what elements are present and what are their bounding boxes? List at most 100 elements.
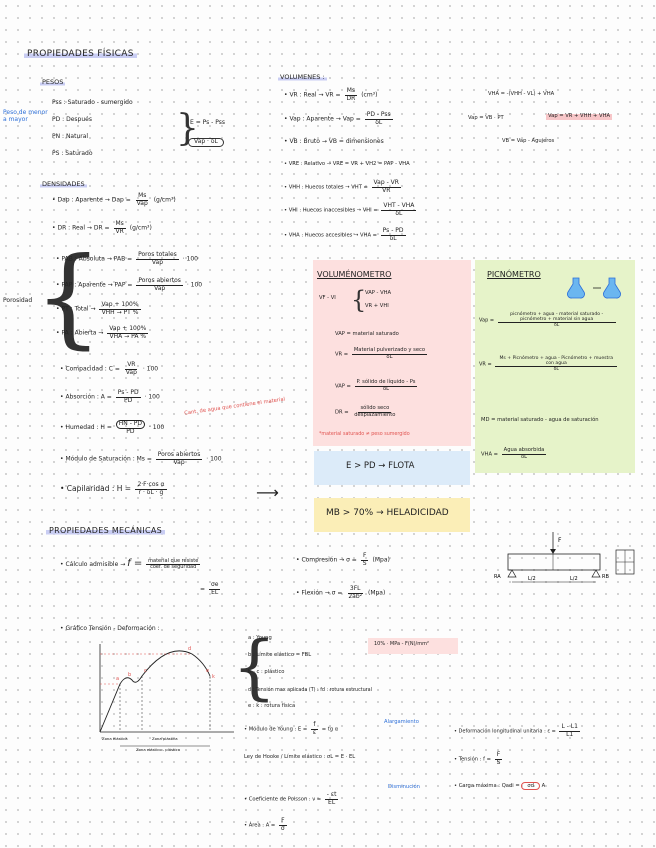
legend-rotura-fisica: e : k : rotura física [248, 703, 296, 709]
volumen-relativo: • VRE : Relativo → VRE = VR + VH2 = PAP … [284, 161, 410, 167]
heladicidad-text: MB > 70% → HELADICIDAD [326, 508, 449, 518]
graph-zone-plastic: Zona plástica [152, 736, 178, 741]
legend-plastico: b - c : plástico [248, 669, 285, 675]
legend-young: a : Young [248, 635, 272, 641]
beam-diagram: F L/2 L/2 RA RB [494, 532, 635, 583]
graph-point-d: d [188, 646, 191, 652]
pesos-item-pd: PD : Después [52, 116, 92, 123]
young-note: Alargamiento [384, 719, 419, 725]
beam-load-arrowhead [550, 549, 556, 554]
volumenometro-eq: VF - VI [319, 295, 336, 301]
arrow-right-icon: ⟶ [256, 483, 279, 502]
graph-point-c: c [144, 668, 147, 674]
pesos-eq2: Vap · δL [188, 138, 224, 147]
picnometro-title: PICNÓMETRO [487, 270, 541, 279]
volumen-bruto: • VB : Bruto → VB = dimensiones [284, 138, 384, 145]
beam-support-right [591, 569, 601, 578]
legend-tension-max: d : Tensión max aplicada (T) : fd : rotu… [248, 688, 372, 693]
graph-point-e: e [206, 668, 209, 674]
huecos-accesibles: • VHA : Huecos accesibles → VHA = Ps - P… [284, 227, 406, 242]
graph-point-k: k [212, 674, 215, 680]
densidades-heading: DENSIDADES [40, 180, 87, 189]
beam-force-label: F [558, 537, 562, 544]
humedad-note: Cant. de agua que contiene el material [183, 396, 286, 417]
beam-reaction-a: RA [494, 574, 501, 580]
beam-half-left: L/2 [528, 576, 536, 582]
grafico-label: • Gráfico Tensión - Deformación : [60, 625, 160, 632]
legend-brace: { [232, 626, 277, 708]
vap-highlight-formula: Vap = VR + VHH + VHA [546, 113, 613, 120]
pesos-item-ps: PS : Saturado [52, 150, 93, 157]
flota-text: E > PD → FLOTA [346, 461, 415, 471]
porosidad-brace: { [34, 235, 103, 360]
heladicidad-box: MB > 70% → HELADICIDAD [314, 498, 470, 532]
ley-hooke: Ley de Hooke / Límite elástico : σL = E … [244, 754, 356, 760]
vap-bruto-formula: Vap = VB · PT [468, 115, 504, 121]
beam-reaction-b: RB [602, 574, 609, 580]
stress-strain-graph: a b c d e k Zona elástica Zona plástica … [99, 644, 234, 752]
modulo-saturacion: • Módulo de Saturación : Ms = Poros abie… [60, 451, 222, 466]
beam-rect [507, 553, 601, 571]
beam-half-right: L/2 [570, 576, 578, 582]
pink-note: 10% · MPa - F(N)/mm² [374, 641, 429, 647]
volumenes-heading: VOLUMENES : [278, 73, 327, 82]
vb-formula: VB = Vap - Agujeros [502, 138, 555, 144]
volumenometro-note: *material saturado ≠ peso sumergido [319, 432, 410, 437]
calculo-admisible: • Cálculo admisible → f = material que r… [60, 557, 201, 570]
mecanicas-heading: PROPIEDADES MECÁNICAS [46, 526, 166, 536]
pesos-eq: E = Ps - Pss [190, 119, 226, 126]
volumenometro-case2: VR + VHI [365, 303, 389, 309]
carga-maxima: • Carga máxima : Qadi = σd A [454, 782, 546, 790]
poisson-note: Disminución [388, 784, 420, 790]
volumenometro-box: VOLUMÉNOMETRO VF - VI { VAP - VHA VR + V… [313, 260, 471, 446]
picnometro-vr: VR = Ms + Picnómetro + agua - Picnómetro… [479, 356, 619, 372]
graph-zone-elastic: Zona elástica [102, 736, 128, 741]
picnometro-vap: Vap = picnómetro + agua - material satur… [479, 312, 618, 328]
pesos-heading: PESOS [40, 78, 66, 87]
vha-formula: VHA = -(VHH - VL) + VHA [488, 91, 555, 97]
picnometro-flask-icon [567, 277, 621, 299]
beam-support-left [507, 569, 517, 578]
page-title: PROPIEDADES FÍSICAS [24, 49, 137, 60]
pesos-item-pn: PN : Natural [52, 133, 89, 140]
pesos-side-note: Peso de menor a mayor [3, 109, 48, 123]
graph-point-a: a [116, 676, 119, 682]
porosidad-abierta: • PA : Abierta → Vap + 100%VHA → PA % [56, 325, 149, 340]
huecos-inaccesibles: • VHI : Huecos inaccesibles → VHI = VHT … [284, 202, 417, 217]
picnometro-box: PICNÓMETRO Vap = picnómetro + agua - mat… [475, 260, 635, 473]
legend-limite-elastico: b : Límite elástico = FBL [248, 652, 312, 658]
porosidad-total: • PT : Total → Vap + 100%VHH → PT % [56, 301, 141, 316]
picnometro-md: MD = material saturado - agua de saturac… [481, 417, 599, 423]
deformacion-longitudinal: • Deformación longitudinal unitaria : ε … [454, 723, 580, 738]
flota-box: E > PD → FLOTA [314, 451, 470, 485]
pesos-item-pss: Pss : Saturado - sumergido [52, 99, 133, 106]
volumenometro-brace: { [351, 286, 367, 314]
volumenometro-vap: VAP = material saturado [335, 331, 399, 337]
porosidad-label: Porosidad [3, 297, 33, 304]
graph-curve [99, 650, 211, 733]
pink-note-box: 10% · MPa - F(N)/mm² [368, 638, 458, 654]
volumenometro-title: VOLUMÉNOMETRO [317, 270, 392, 279]
